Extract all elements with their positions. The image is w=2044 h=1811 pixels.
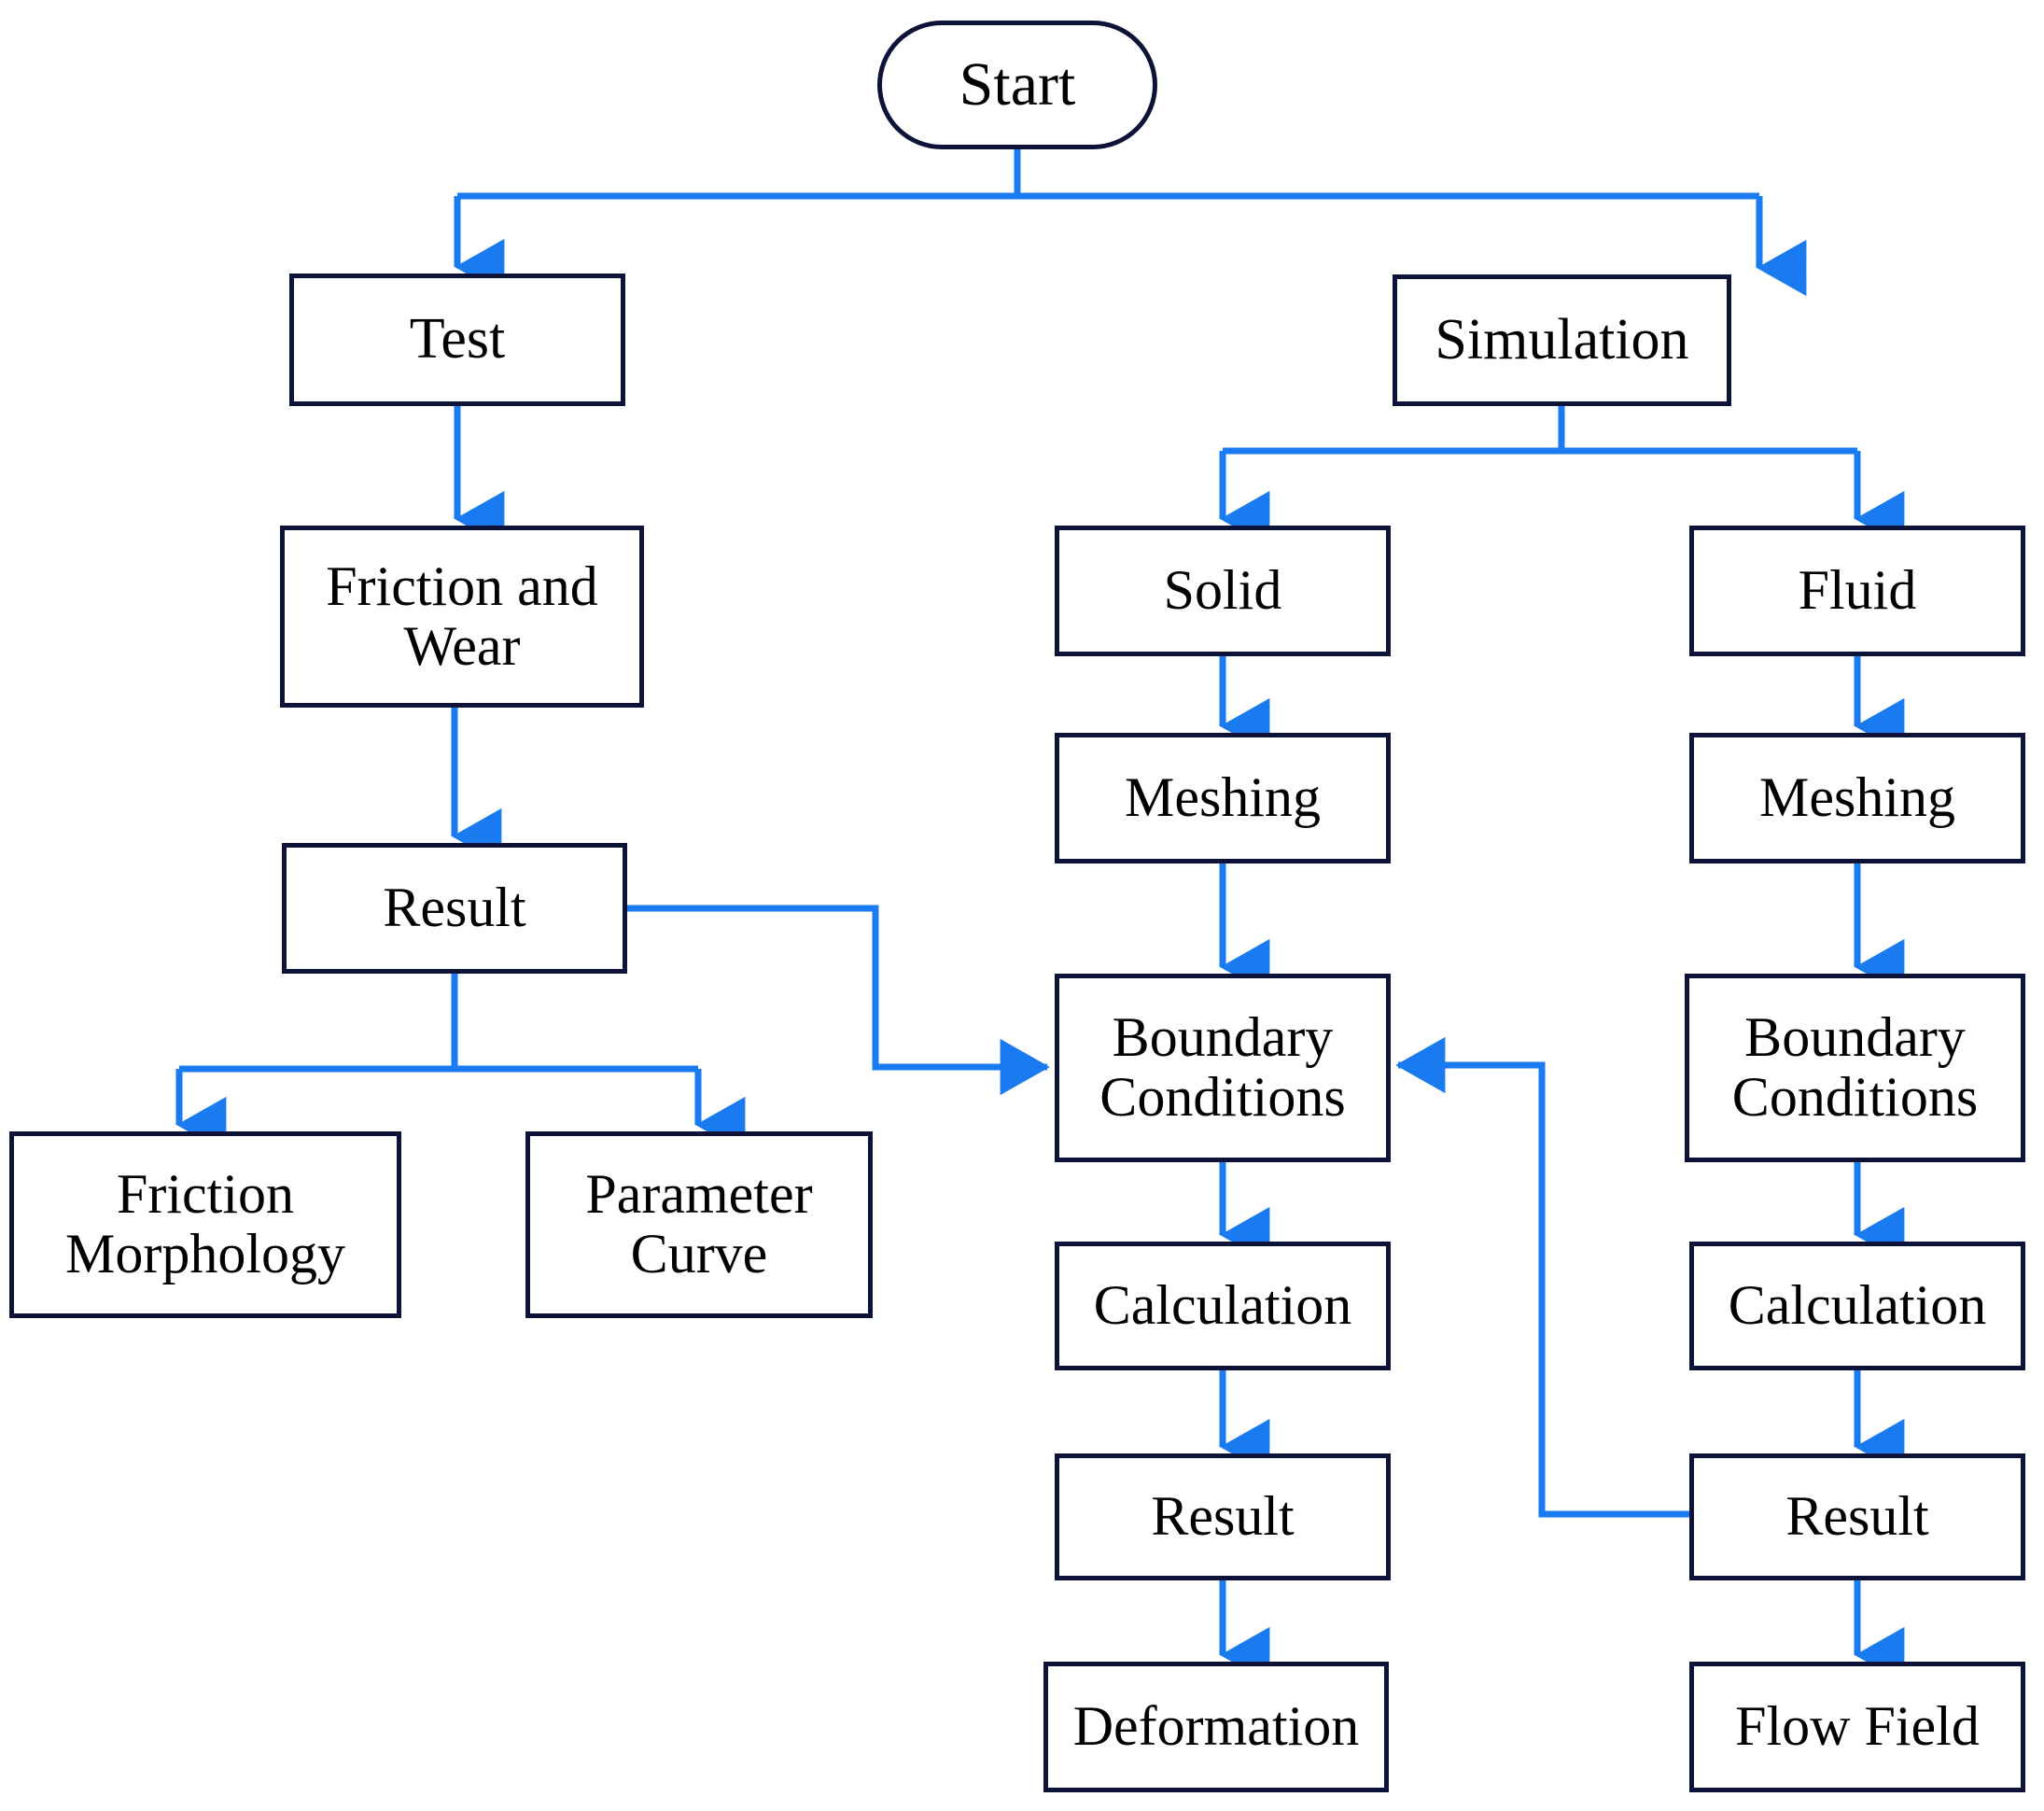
node-result-fluid-label: Result <box>1785 1485 1929 1548</box>
node-solid-label: Solid <box>1163 559 1282 622</box>
node-boundary-conditions-fluid[interactable]: Boundary Conditions <box>1685 974 2025 1162</box>
node-friction-and-wear[interactable]: Friction and Wear <box>280 526 644 708</box>
node-deformation[interactable]: Deformation <box>1043 1662 1389 1792</box>
node-start-label: Start <box>959 50 1076 119</box>
node-result-fluid[interactable]: Result <box>1689 1453 2025 1580</box>
node-boundary-conditions-fluid-label: Boundary Conditions <box>1731 1006 1979 1128</box>
edge-result-fluid-feedback-to-bc <box>1395 1036 1689 1518</box>
edge-result-to-boundary-conditions <box>627 905 1050 1096</box>
node-fluid[interactable]: Fluid <box>1689 526 2025 656</box>
node-flow-field-label: Flow Field <box>1735 1695 1980 1758</box>
node-solid[interactable]: Solid <box>1055 526 1391 656</box>
node-simulation[interactable]: Simulation <box>1393 274 1731 406</box>
node-meshing-solid-label: Meshing <box>1125 766 1321 829</box>
node-calculation-fluid[interactable]: Calculation <box>1689 1242 2025 1370</box>
node-fluid-label: Fluid <box>1798 559 1917 622</box>
node-friction-and-wear-label: Friction and Wear <box>326 555 598 677</box>
node-calculation-solid-label: Calculation <box>1093 1274 1352 1337</box>
node-friction-morphology[interactable]: Friction Morphology <box>9 1131 401 1318</box>
node-deformation-label: Deformation <box>1072 1695 1360 1758</box>
node-calculation-solid[interactable]: Calculation <box>1055 1242 1391 1370</box>
node-test[interactable]: Test <box>289 274 625 406</box>
node-meshing-solid[interactable]: Meshing <box>1055 733 1391 863</box>
node-result-test[interactable]: Result <box>282 843 627 974</box>
node-simulation-label: Simulation <box>1435 307 1689 372</box>
node-start[interactable]: Start <box>877 21 1157 149</box>
node-flow-field[interactable]: Flow Field <box>1689 1662 2025 1792</box>
node-meshing-fluid[interactable]: Meshing <box>1689 733 2025 863</box>
node-result-solid[interactable]: Result <box>1055 1453 1391 1580</box>
edge-result-split-bar <box>179 974 698 1073</box>
node-calculation-fluid-label: Calculation <box>1728 1274 1987 1337</box>
edge-start-bar <box>457 149 1759 200</box>
node-parameter-curve-label: Parameter Curve <box>585 1163 813 1285</box>
node-result-test-label: Result <box>383 877 526 939</box>
node-parameter-curve[interactable]: Parameter Curve <box>525 1131 873 1318</box>
node-friction-morphology-label: Friction Morphology <box>65 1163 345 1285</box>
node-boundary-conditions-solid-label: Boundary Conditions <box>1099 1006 1346 1128</box>
node-boundary-conditions-solid[interactable]: Boundary Conditions <box>1055 974 1391 1162</box>
edge-simulation-bar <box>1223 406 1857 455</box>
node-result-solid-label: Result <box>1151 1485 1295 1548</box>
node-meshing-fluid-label: Meshing <box>1759 766 1955 829</box>
node-test-label: Test <box>409 307 506 372</box>
